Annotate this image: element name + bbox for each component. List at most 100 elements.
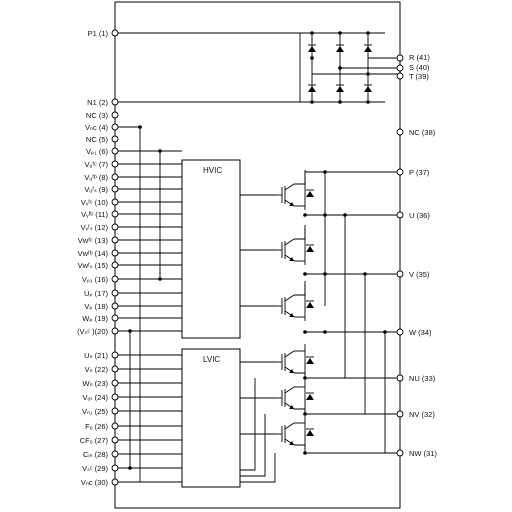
junction-dot [323,330,327,334]
pin-label-vwfc13: Vᴡᶠᶜ (13) [78,236,109,245]
pin-nc5 [111,135,119,143]
pin-t39 [396,72,404,80]
collector-lead [294,284,306,296]
pin-wn23 [111,379,119,387]
igbt-collector [284,238,295,246]
pin-label-cfo27: CFₒ (27) [80,436,109,445]
junction-dot [138,125,142,129]
pin-vot24 [111,393,119,401]
pin-label-vwfb14: Vᴡᶠᵇ (14) [78,249,109,258]
pin-label-up17: Uₚ (17) [84,289,109,298]
module-outline [114,1,401,509]
pin-label-vufc7: Vᵤᶠᶜ (7) [85,160,109,169]
pin-cin28 [111,450,119,458]
inverter-stage [240,170,400,483]
pin-label-t39: T (39) [409,72,429,81]
junction-dot [343,213,347,217]
diode-icon [308,86,316,92]
pin-s40 [396,64,404,72]
pin-label-vvfc10: Vᵥᶠᶜ (10) [81,198,109,207]
pin-label-vn1-25: Vₙ₁ (25) [82,407,108,416]
pin-vvfs12 [111,223,119,231]
diode-icon [306,430,314,436]
igbt-arrow-icon [289,369,294,373]
junction-dot [128,329,132,333]
pin-terminals [111,29,404,486]
pin-p1 [111,29,119,37]
n-output [294,372,400,379]
diode-icon [306,358,314,364]
pin-label-u36: U (36) [409,211,430,220]
n-output [294,408,400,415]
pin-label-vufb8: Vᵤᶠᵇ (8) [84,173,108,182]
junction-dot [366,100,370,104]
pin-vn1-25 [111,407,119,415]
diode-icon [306,191,314,197]
igbt-collector [284,183,295,191]
junction-dot [158,149,162,153]
pin-up17 [111,289,119,297]
diode-icon [308,46,316,52]
pin-label-vp1-16: Vₚ₁ (16) [82,275,109,284]
pin-label-vn22: Vₙ (22) [85,365,109,374]
pin-vnc4 [111,123,119,131]
pin-nw31 [396,449,404,457]
pin-label-vsc29: Vₛᶜ (29) [82,464,108,473]
junction-dot [303,451,307,455]
diode-icon [336,86,344,92]
pin-label-nw31: NW (31) [409,449,437,458]
junction-dot [310,100,314,104]
pin-vvfb11 [111,210,119,218]
junction-dot [323,170,327,174]
junction-dot [303,272,307,276]
pin-label-n1: N1 (2) [87,98,108,107]
igbt-arrow-icon [289,257,294,261]
pin-vsc29 [111,464,119,472]
pin-vwfc13 [111,236,119,244]
pin-label-wp19: Wₚ (19) [82,314,108,323]
junction-dot [338,31,342,35]
diode-icon [364,46,372,52]
pin-label-nc3: NC (3) [86,111,109,120]
pin-label-vp18: Vₚ (18) [84,302,108,311]
igbt-arrow-icon [289,202,294,206]
pin-vwfb14 [111,249,119,257]
pin-wp19 [111,314,119,322]
igbt-collector [284,386,295,394]
pin-v35 [396,270,404,278]
junction-dot [158,277,162,281]
n-output [294,444,400,454]
pin-vwfs15 [111,261,119,269]
pin-label-vot24: Vₒₜ (24) [83,393,109,402]
pin-label-cin28: Cᵢₙ (28) [83,450,109,459]
igbt-arrow-icon [289,405,294,409]
pin-label-v35: V (35) [409,270,430,279]
pin-label-fo26: Fₒ (26) [85,422,108,431]
pin-label-vnc30: Vₙᴄ (30) [81,478,109,487]
igbt-collector [284,294,295,302]
hvic-block [181,159,241,339]
junction-dot [383,330,387,334]
pin-fo26 [111,422,119,430]
pin-w34 [396,328,404,336]
sense-line [240,414,266,477]
pin-nc3 [111,111,119,119]
sense-line [240,453,276,483]
pin-label-un21: Uₙ (21) [84,351,108,360]
junction-dot [303,376,307,380]
pin-r41 [396,54,404,62]
pin-vufb8 [111,173,119,181]
lead-vnc4 [115,126,141,482]
pin-label-nc38: NC (38) [409,128,436,137]
pin-u36 [396,211,404,219]
junction-dot [310,56,314,60]
diode-icon [336,46,344,52]
diode-icon [364,86,372,92]
pin-label-nv32: NV (32) [409,410,435,419]
diode-icon [306,246,314,252]
lvic-label: LVIC [203,355,220,364]
pin-vn22 [111,365,119,373]
collector-lead [294,228,306,240]
pin-nu33 [396,374,404,382]
pin-label-p1: P1 (1) [88,29,109,38]
